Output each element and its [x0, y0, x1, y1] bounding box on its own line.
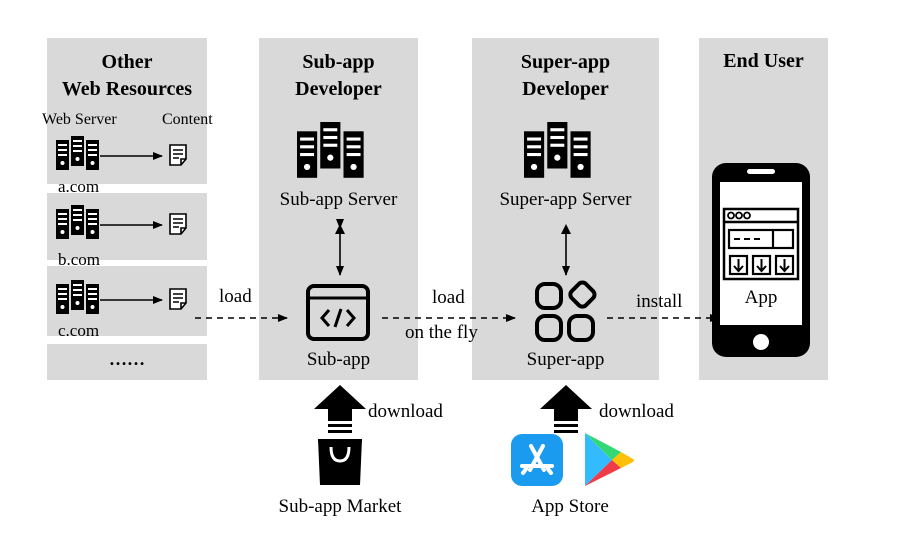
superapp-developer-panel — [472, 38, 659, 380]
code-window-icon — [306, 284, 370, 341]
superapp-label: Super-app — [526, 349, 605, 370]
edge-label-download-left: download — [368, 401, 443, 422]
edge-label-load: load — [219, 286, 252, 307]
domain-b: b.com — [58, 250, 101, 269]
web-resource-panel-more — [47, 344, 207, 380]
more-resources-ellipsis: …… — [109, 349, 145, 369]
download-arrow-subapp — [314, 385, 366, 433]
content-label: Content — [162, 111, 213, 128]
edge-label-download-right: download — [599, 401, 674, 422]
column-title-superapp-developer: Super-app Developer — [520, 51, 611, 100]
app-store-icon — [511, 434, 563, 486]
domain-a: a.com — [58, 177, 100, 196]
smartphone-icon — [712, 163, 810, 357]
app-label: App — [744, 287, 778, 308]
subapp-server-label: Sub-app Server — [279, 189, 398, 210]
subapp-label: Sub-app — [306, 349, 371, 370]
edge-label-load-fly-1: load — [432, 287, 465, 308]
app-store-label: App Store — [531, 496, 609, 517]
column-title-other: Other Web Resources — [61, 51, 193, 100]
super-app-grid-icon — [535, 280, 597, 342]
column-title-end-user: End User — [723, 50, 804, 72]
edge-label-load-fly-2: on the fly — [405, 322, 478, 343]
download-arrow-superapp — [540, 385, 592, 433]
column-title-subapp-developer: Sub-app Developer — [295, 51, 382, 100]
edge-label-install: install — [636, 291, 683, 312]
web-server-label: Web Server — [42, 111, 117, 128]
domain-c: c.com — [58, 321, 100, 340]
subapp-developer-panel — [259, 38, 418, 380]
shopping-bag-icon — [318, 439, 362, 485]
superapp-server-label: Super-app Server — [499, 189, 632, 210]
subapp-market-label: Sub-app Market — [278, 496, 402, 517]
google-play-icon — [585, 433, 634, 486]
